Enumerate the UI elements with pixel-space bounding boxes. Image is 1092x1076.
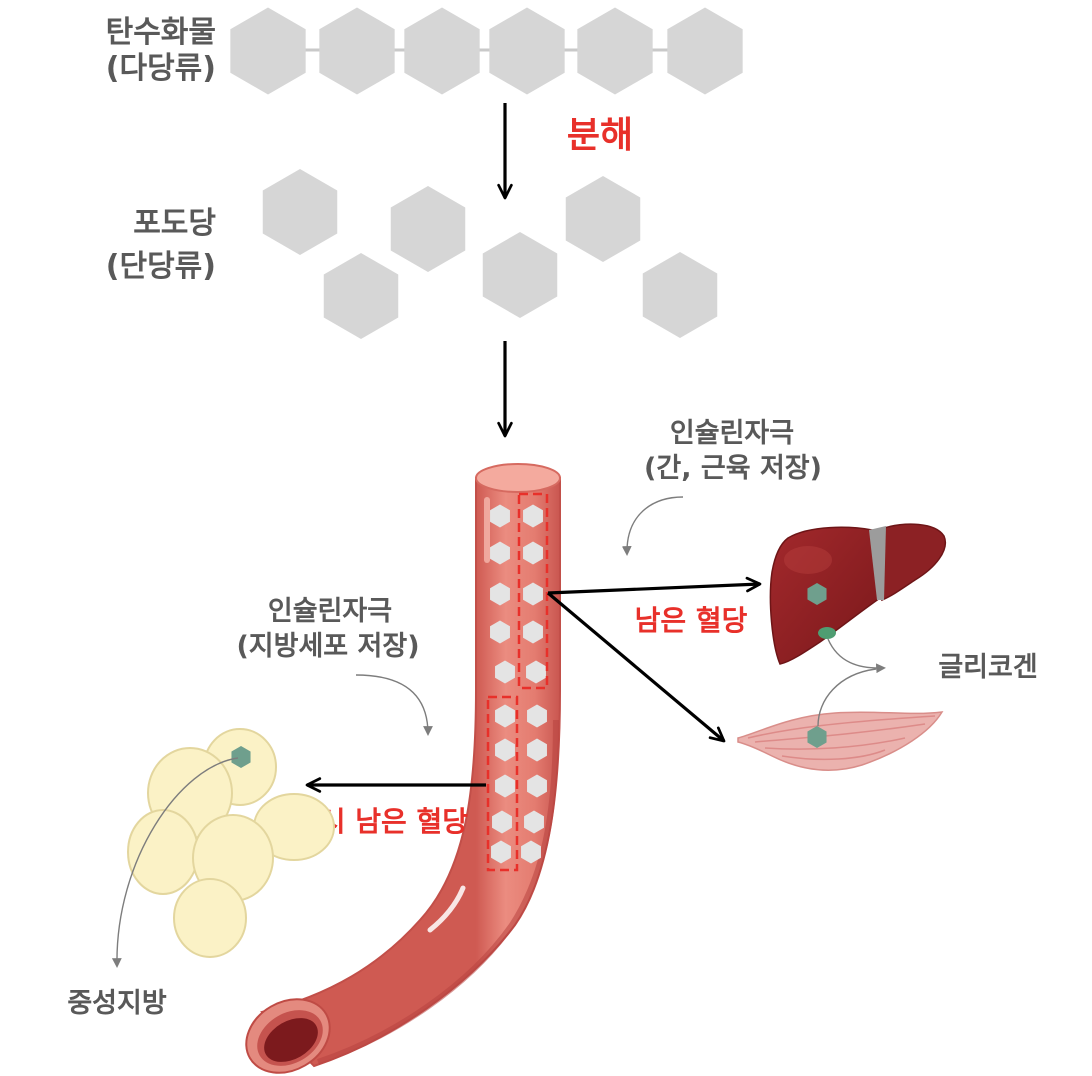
polysaccharide-hexagon	[489, 7, 565, 95]
muscle-striation	[764, 737, 906, 750]
polysaccharide-hexagon	[667, 7, 743, 95]
triglyceride-label: 중성지방	[67, 988, 167, 1019]
blood-glucose-hexagon	[495, 774, 515, 798]
blood-glucose-hexagon	[490, 620, 510, 644]
liver-muscle-storage-label: (간, 근육 저장)	[644, 453, 822, 484]
blood-glucose-hexagon	[526, 660, 546, 684]
blood-glucose-hexagon	[527, 704, 547, 728]
remaining-glucose-again-highlight-box	[486, 695, 519, 872]
blood-glucose-hexagon	[495, 660, 515, 684]
blood-glucose-hexagon	[523, 541, 543, 565]
liver-muscle-pointer-arrow	[621, 496, 684, 556]
glucose-kind-label: (단당류)	[106, 249, 216, 284]
fat-cell	[127, 809, 199, 895]
glucose-group	[262, 169, 718, 339]
blood-vessel-lumen	[264, 1018, 318, 1062]
blood-glucose-hexagon	[527, 738, 547, 762]
blood-vessel-body	[260, 477, 561, 1068]
blood-glucose-hexagon	[523, 504, 543, 528]
glucose-hexagon	[642, 252, 718, 338]
blood-glucose-hexagon	[491, 840, 511, 864]
gallbladder-icon	[818, 627, 836, 639]
blood-glucose-hexagon	[495, 704, 515, 728]
fat-pointer-arrow	[355, 674, 433, 736]
muscle-fiber-body	[737, 711, 944, 771]
fat-to-triglyceride-arrow	[111, 757, 239, 968]
blood-glucose-hexagon	[524, 810, 544, 834]
fat-insulin-label: 인슐린자극	[268, 596, 392, 627]
glycogen-label: 글리코겐	[938, 652, 1037, 683]
liver-illustration	[769, 523, 947, 665]
fat-storage-label: (지방세포 저장)	[236, 631, 419, 662]
liver-ligament	[869, 526, 886, 600]
carbohydrate-kind-label: (다당류)	[106, 51, 216, 86]
liver-right-lobe	[881, 523, 947, 602]
blood-glucose-hexagon	[490, 541, 510, 565]
breakdown-label: 분해	[567, 115, 633, 156]
blood-glucose-hexagon	[521, 840, 541, 864]
blood-glucose-hexagon	[523, 582, 543, 606]
blood-glucose-hexagon	[490, 504, 510, 528]
polysaccharide-hexagon	[404, 7, 480, 95]
remaining-glucose-highlight-box	[517, 492, 549, 690]
blood-vessel-top-cap	[475, 463, 561, 493]
fat-cell	[173, 878, 247, 958]
liver-shine	[784, 546, 832, 574]
glucose-hexagon	[262, 169, 338, 255]
remaining-blood-sugar-label: 남은 혈당	[635, 604, 748, 637]
blood-glucose-group	[490, 504, 547, 864]
liver-to-glycogen-arrow	[827, 638, 886, 674]
arrow-to-liver	[547, 576, 762, 595]
glucose-hexagon	[565, 176, 641, 262]
muscle-to-glycogen-line	[817, 668, 877, 727]
blood-glucose-hexagon	[490, 582, 510, 606]
blood-glucose-hexagon	[492, 810, 512, 834]
carbohydrate-label: 탄수화물	[106, 15, 216, 50]
muscle-striation	[747, 715, 936, 739]
muscle-striation	[754, 723, 926, 743]
glucose-hexagon	[482, 232, 558, 318]
liver-muscle-insulin-label: 인슐린자극	[670, 418, 794, 449]
muscle-striation	[781, 749, 886, 761]
liver-glucose-hexagon	[807, 583, 827, 605]
polysaccharide-hexagon	[577, 7, 653, 95]
glucose-hexagon	[390, 186, 466, 272]
arrow-to-muscle	[546, 591, 726, 743]
polysaccharide-hexagon	[319, 7, 395, 95]
glucose-label: 포도당	[133, 206, 216, 241]
blood-vessel-gloss	[427, 885, 466, 933]
blood-glucose-hexagon	[523, 620, 543, 644]
muscle-illustration	[737, 711, 944, 771]
fat-glucose-hexagon	[231, 746, 251, 768]
blood-glucose-hexagon	[527, 774, 547, 798]
muscle-glucose-hexagon	[807, 726, 827, 748]
glucose-hexagon	[323, 253, 399, 339]
polysaccharide-hexagon	[230, 7, 306, 95]
polysaccharide-chain	[230, 7, 743, 95]
blood-vessel-shadow	[317, 719, 559, 1065]
blood-glucose-hexagon	[495, 738, 515, 762]
fat-cell-cluster	[127, 728, 335, 958]
blood-vessel	[245, 463, 561, 1074]
